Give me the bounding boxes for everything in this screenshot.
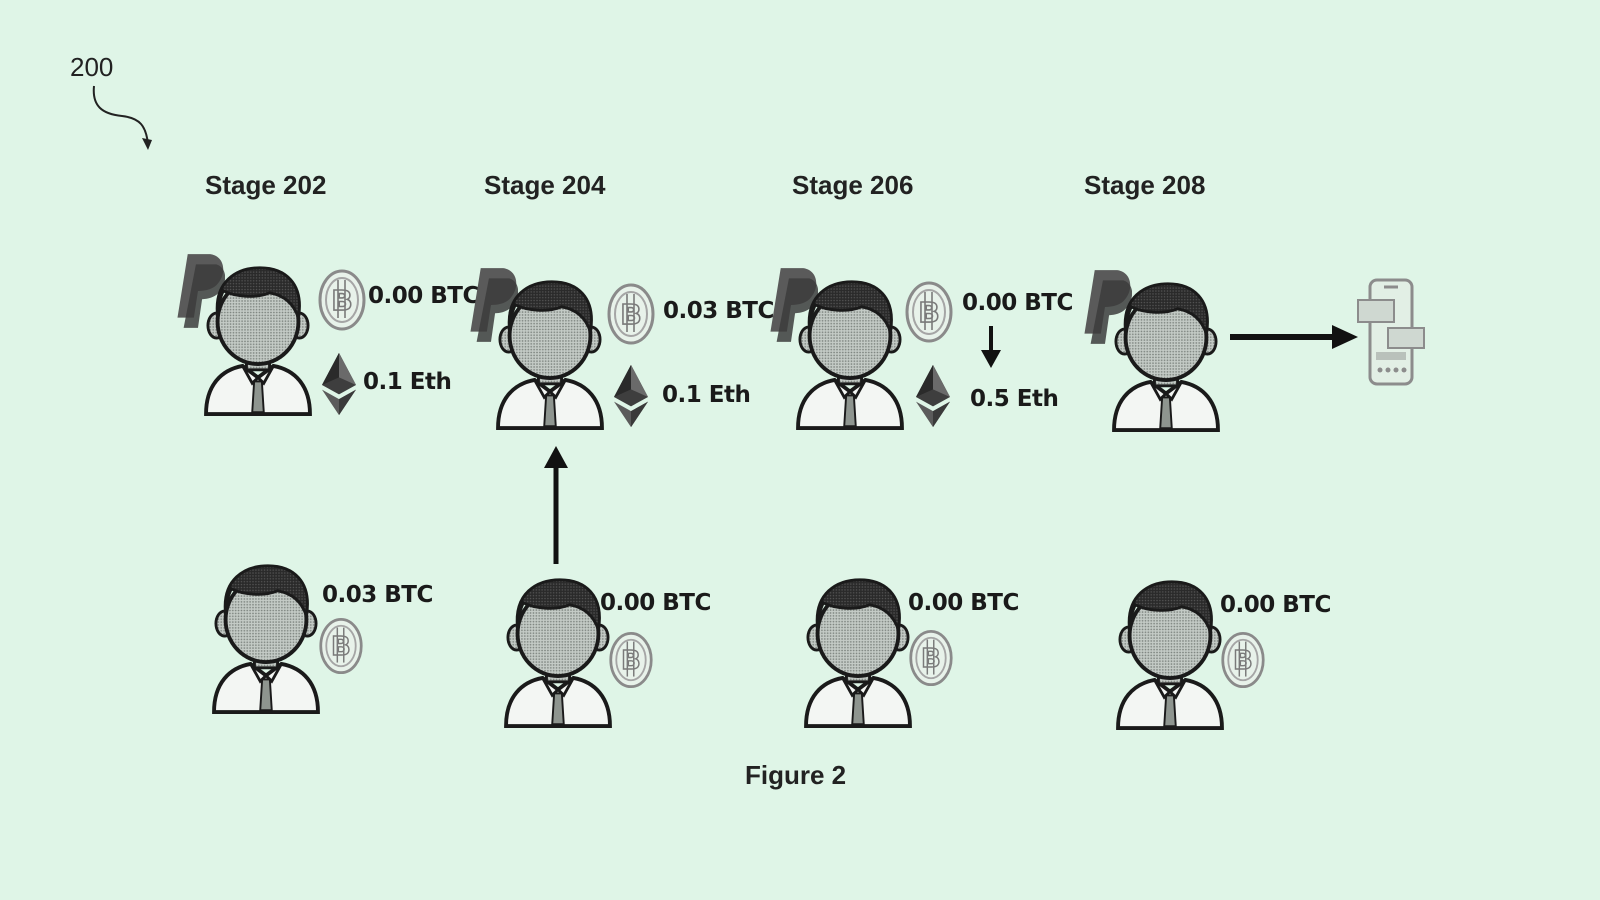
figure-reference-number: 200 — [70, 52, 114, 82]
user-avatar-icon — [792, 276, 908, 430]
btc-balance: 0.00 BTC — [600, 590, 711, 616]
btc-balance: 0.00 BTC — [368, 283, 479, 309]
btc-balance: 0.00 BTC — [962, 290, 1073, 316]
eth-balance: 0.5 Eth — [970, 386, 1059, 412]
user-avatar-icon — [200, 262, 316, 416]
user-avatar-icon — [492, 276, 608, 430]
bitcoin-icon — [904, 280, 954, 344]
bitcoin-icon — [608, 630, 654, 690]
eth-balance: 0.1 Eth — [363, 369, 452, 395]
btc-balance: 0.00 BTC — [908, 590, 1019, 616]
ethereum-icon — [916, 364, 950, 428]
reference-arrow-icon — [92, 85, 152, 150]
ethereum-icon — [614, 364, 648, 428]
user-avatar-icon — [1108, 278, 1224, 432]
bitcoin-icon — [1220, 630, 1266, 690]
btc-balance: 0.00 BTC — [1220, 592, 1331, 618]
bitcoin-icon — [908, 628, 954, 688]
btc-balance: 0.03 BTC — [322, 582, 433, 608]
mobile-device-icon — [1356, 278, 1426, 388]
stage-title-204: Stage 204 — [484, 170, 606, 200]
stage-title-206: Stage 206 — [792, 170, 914, 200]
right-arrow-icon — [1230, 325, 1358, 349]
eth-balance: 0.1 Eth — [662, 382, 751, 408]
figure-caption: Figure 2 — [745, 760, 847, 790]
user-avatar-icon — [500, 574, 616, 728]
ethereum-icon — [322, 352, 356, 416]
stage-title-208: Stage 208 — [1084, 170, 1206, 200]
user-avatar-icon — [208, 560, 324, 714]
btc-balance: 0.03 BTC — [663, 298, 774, 324]
bitcoin-icon — [317, 268, 367, 332]
user-avatar-icon — [1112, 576, 1228, 730]
down-arrow-icon — [981, 326, 1001, 368]
up-arrow-icon — [544, 446, 568, 564]
stage-title-202: Stage 202 — [205, 170, 327, 200]
user-avatar-icon — [800, 574, 916, 728]
bitcoin-icon — [318, 616, 364, 676]
bitcoin-icon — [606, 282, 656, 346]
